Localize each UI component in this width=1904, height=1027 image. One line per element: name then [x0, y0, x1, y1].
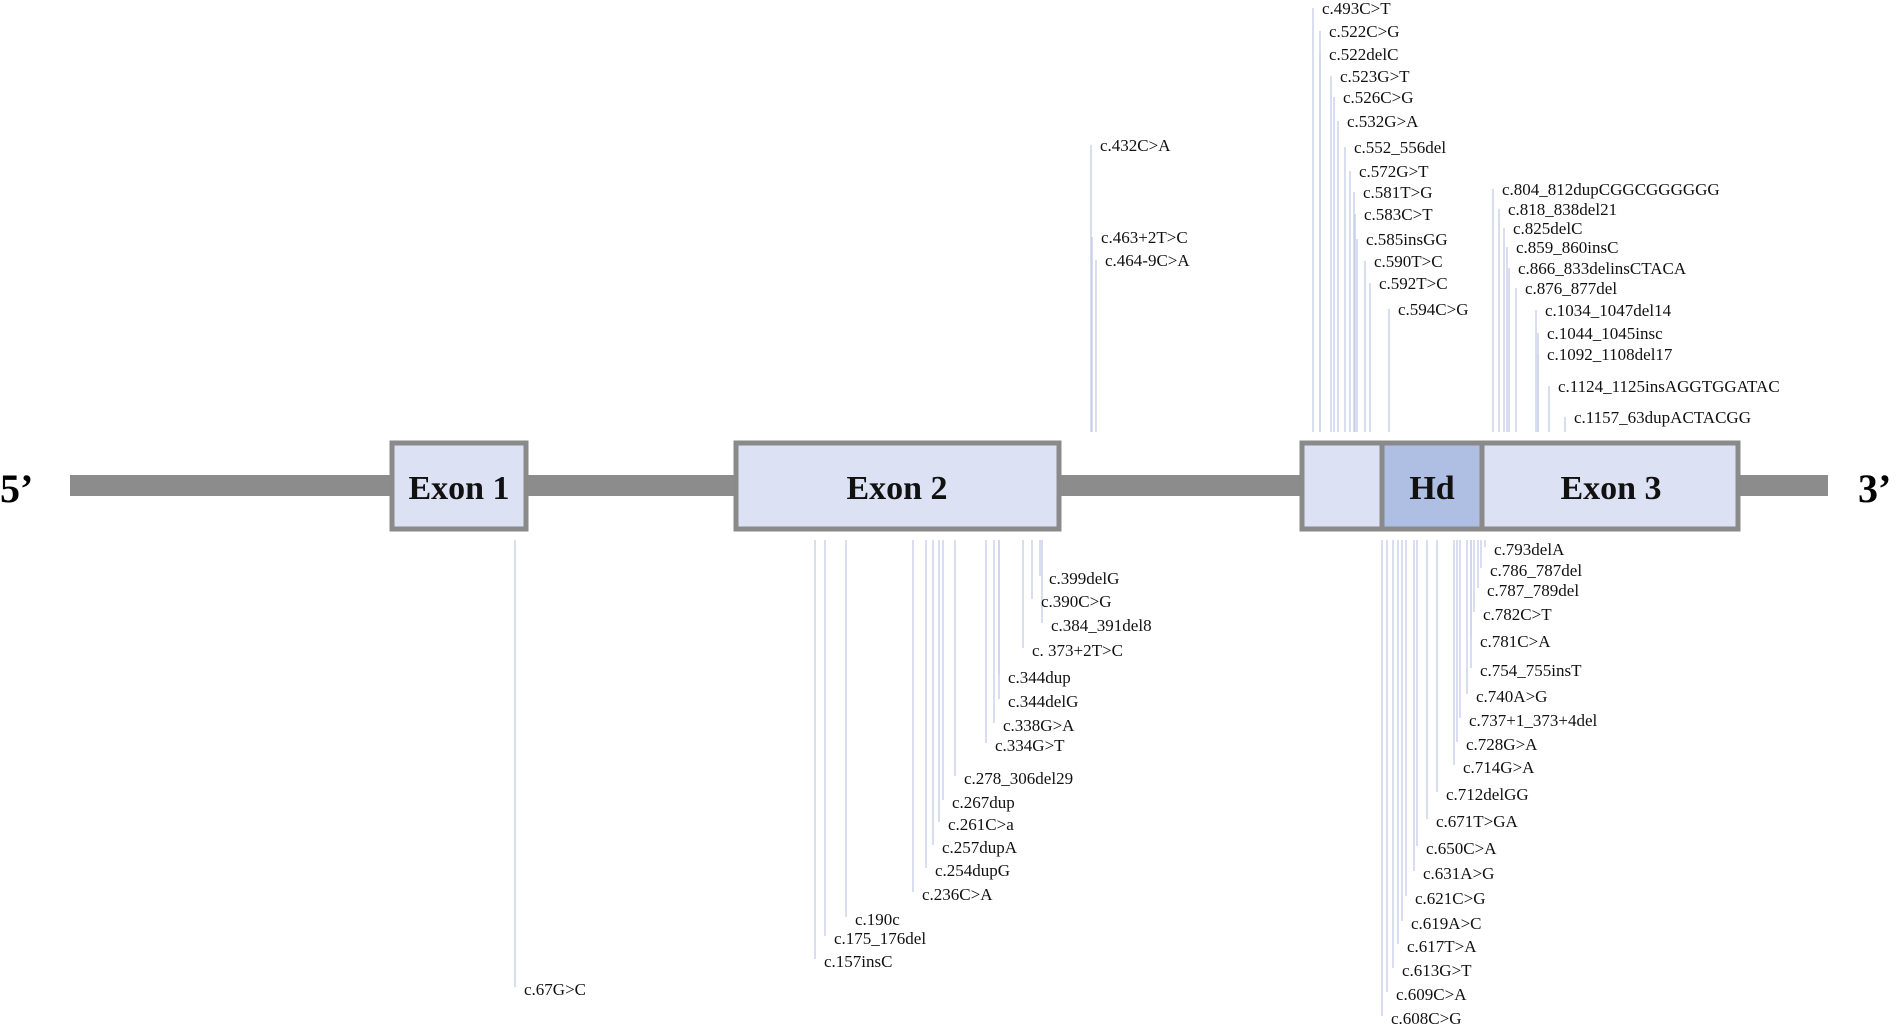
exon-2-label: Exon 2 — [846, 470, 947, 507]
exon-3-label: Exon 3 — [1560, 470, 1661, 507]
variant-ticks — [514, 8, 1566, 1016]
variant-label: c.804_812dupCGGCGGGGGG — [1502, 180, 1720, 199]
variant-label: c.523G>T — [1340, 67, 1410, 86]
variant-label: c.592T>C — [1379, 274, 1448, 293]
variant-label: c.261C>a — [948, 815, 1014, 834]
variant-label: c.617T>A — [1407, 937, 1477, 956]
exon-3-box — [1479, 440, 1741, 532]
exon-2-box — [733, 440, 1062, 532]
exon-3-lead-box — [1299, 440, 1385, 532]
variant-label: c.157insC — [824, 952, 892, 971]
variant-label: c.390C>G — [1041, 592, 1112, 611]
variant-label: c.1034_1047del14 — [1545, 301, 1672, 320]
variant-label: c.740A>G — [1476, 687, 1547, 706]
variant-label: c.825delC — [1513, 219, 1582, 238]
variant-label: c.712delGG — [1446, 785, 1529, 804]
variant-label: c.781C>A — [1480, 632, 1551, 651]
variant-label: c.257dupA — [942, 838, 1018, 857]
variant-label: c.67G>C — [524, 980, 586, 999]
variant-label: c.818_838del21 — [1508, 200, 1617, 219]
variant-label: c.526C>G — [1343, 88, 1414, 107]
variant-label: c.522C>G — [1329, 22, 1400, 41]
variant-label: c.175_176del — [834, 929, 926, 948]
variant-label: c.650C>A — [1426, 839, 1497, 858]
variant-label: c.581T>G — [1363, 183, 1433, 202]
variant-label: c.1124_1125insAGGTGGATAC — [1558, 377, 1780, 396]
variant-label: c.621C>G — [1415, 889, 1486, 908]
variant-label: c.590T>C — [1374, 252, 1443, 271]
variant-label: c.464-9C>A — [1105, 251, 1190, 270]
three-prime-label: 3’ — [1858, 466, 1891, 511]
variant-label: c.432C>A — [1100, 136, 1171, 155]
variant-label: c.714G>A — [1463, 758, 1535, 777]
variant-label: c.1044_1045insc — [1547, 324, 1663, 343]
variant-label: c.334G>T — [995, 736, 1065, 755]
variant-label: c. 373+2T>C — [1032, 641, 1123, 660]
variant-label: c.552_556del — [1354, 138, 1446, 157]
variant-label: c.786_787del — [1490, 561, 1582, 580]
variant-label: c.594C>G — [1398, 300, 1469, 319]
variant-label: c.737+1_373+4del — [1469, 711, 1598, 730]
variant-label: c.493C>T — [1322, 0, 1391, 18]
exon-boxes: Exon 1 Exon 2 Hd Exon 3 — [389, 440, 1741, 532]
variant-label: c.463+2T>C — [1101, 228, 1188, 247]
exon-1-box — [389, 440, 529, 532]
variants-above: c.432C>A c.463+2T>C c.464-9C>A c.493C>T … — [1100, 0, 1780, 427]
variant-label: c.866_833delinsCTACA — [1518, 259, 1687, 278]
variant-label: c.572G>T — [1359, 162, 1429, 181]
hd-domain-label: Hd — [1409, 470, 1454, 507]
exon-1-label: Exon 1 — [408, 470, 509, 507]
variant-label: c.859_860insC — [1516, 238, 1618, 257]
variant-label: c.532G>A — [1347, 112, 1419, 131]
variant-label: c.728G>A — [1466, 735, 1538, 754]
variant-label: c.384_391del8 — [1051, 616, 1152, 635]
variant-label: c.754_755insT — [1480, 661, 1582, 680]
variant-label: c.608C>G — [1391, 1009, 1462, 1027]
variant-label: c.1092_1108del17 — [1547, 345, 1673, 364]
five-prime-label: 5’ — [0, 466, 33, 511]
variant-label: c.1157_63dupACTACGG — [1574, 408, 1751, 427]
variant-label: c.522delC — [1329, 45, 1398, 64]
variant-label: c.236C>A — [922, 885, 993, 904]
variant-label: c.278_306del29 — [964, 769, 1073, 788]
variant-label: c.631A>G — [1423, 864, 1494, 883]
variant-label: c.585insGG — [1366, 230, 1448, 249]
variant-label: c.787_789del — [1487, 581, 1579, 600]
variant-label: c.671T>GA — [1436, 812, 1519, 831]
variant-label: c.338G>A — [1003, 716, 1075, 735]
hd-domain-box — [1379, 440, 1485, 532]
variant-label: c.613G>T — [1402, 961, 1472, 980]
variants-below: c.67G>C c.399delG c.390C>G c.384_391del8… — [524, 540, 1598, 1027]
variant-label: c.267dup — [952, 793, 1015, 812]
variant-label: c.344delG — [1008, 692, 1078, 711]
variant-label: c.609C>A — [1396, 985, 1467, 1004]
variant-label: c.583C>T — [1364, 205, 1433, 224]
variant-label: c.254dupG — [935, 861, 1010, 880]
variant-label: c.344dup — [1008, 668, 1071, 687]
variant-label: c.793delA — [1494, 540, 1565, 559]
variant-label: c.619A>C — [1411, 914, 1482, 933]
variant-label: c.876_877del — [1525, 279, 1617, 298]
variant-label: c.190c — [855, 910, 900, 929]
variant-label: c.782C>T — [1483, 605, 1552, 624]
variant-label: c.399delG — [1049, 569, 1119, 588]
